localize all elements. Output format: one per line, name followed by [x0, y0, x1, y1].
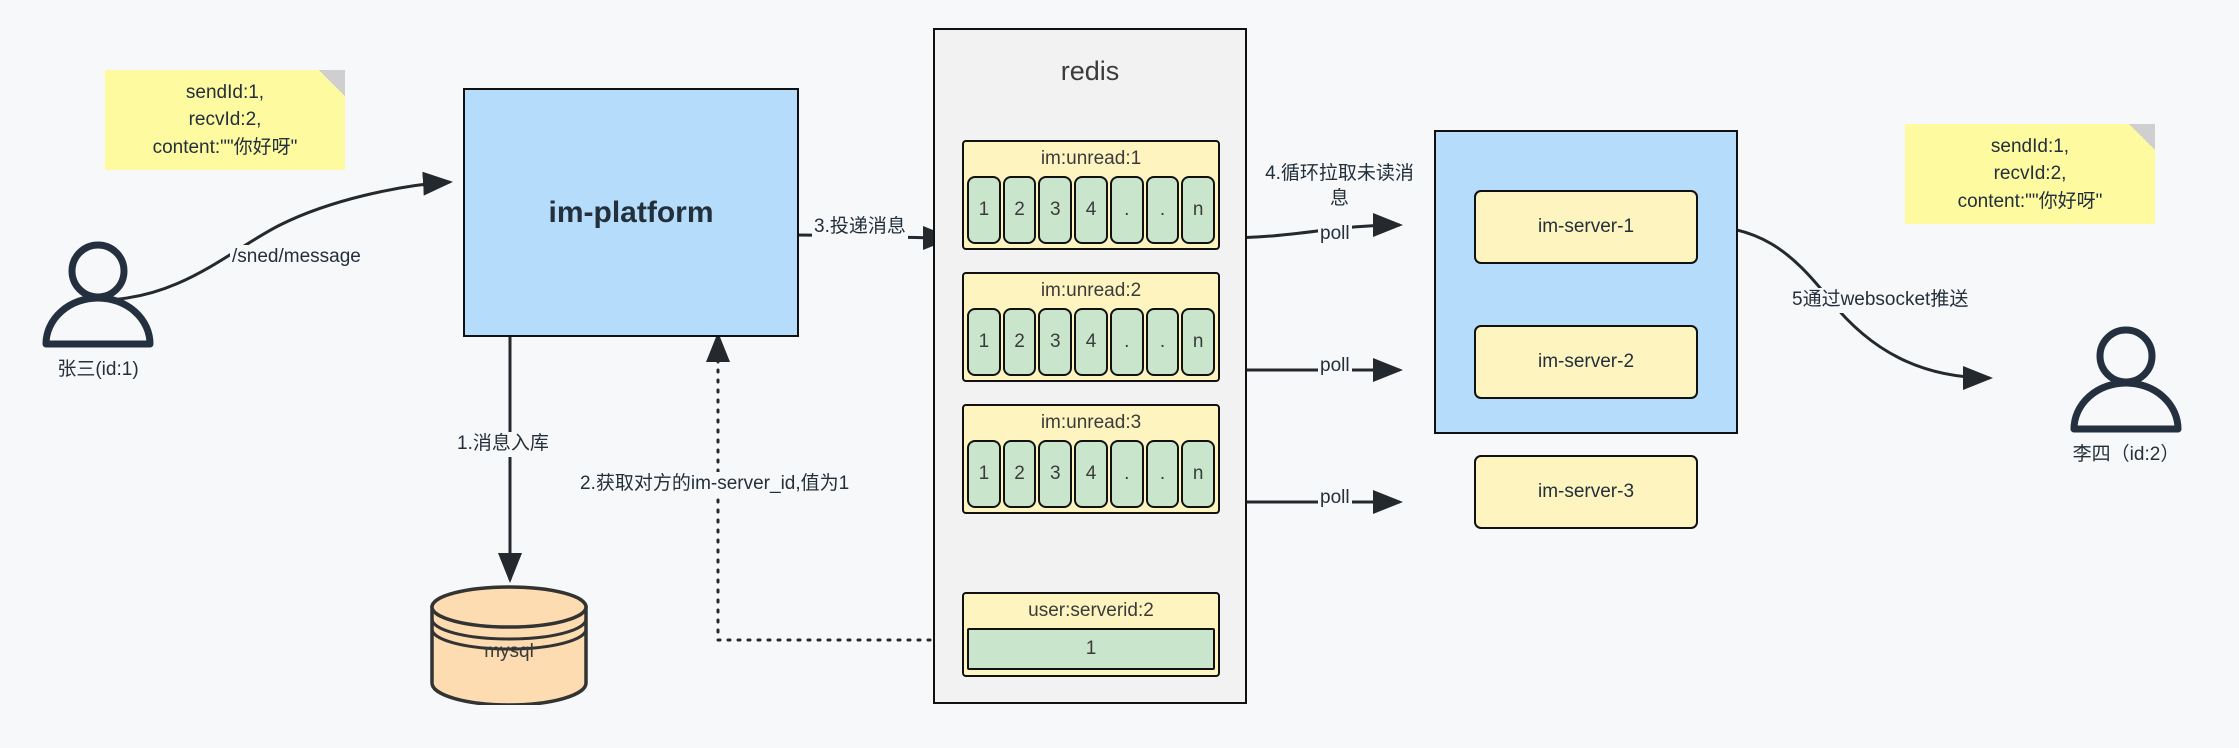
edge-label-send-message: /sned/message	[230, 245, 363, 270]
im-server-1-node[interactable]: im-server-1	[1474, 190, 1698, 264]
redis-list-cell: 1	[967, 440, 1001, 508]
redis-list-cell: 2	[1002, 308, 1037, 376]
redis-list-cell: 3	[1038, 440, 1073, 508]
redis-list-cell: 1	[967, 308, 1001, 376]
redis-list-cell: .	[1109, 440, 1144, 508]
note-right-message-payload: sendId:1, recvId:2, content:""你好呀"	[1905, 124, 2155, 224]
redis-list-im-unread-2[interactable]: im:unread:2 1 2 3 4 . . n	[962, 272, 1220, 382]
edge-label-step2: 2.获取对方的im-server_id,值为1	[578, 472, 852, 497]
redis-list-cell: 4	[1074, 440, 1108, 508]
database-cylinder-icon	[430, 585, 588, 705]
redis-list-im-unread-3[interactable]: im:unread:3 1 2 3 4 . . n	[962, 404, 1220, 514]
mysql-database[interactable]: mysql	[428, 585, 590, 705]
redis-list-cell: .	[1145, 308, 1180, 376]
note-left-message-payload: sendId:1, recvId:2, content:""你好呀"	[105, 70, 345, 170]
note-fold-corner-icon	[2129, 124, 2155, 150]
im-server-2-label: im-server-2	[1537, 351, 1635, 372]
redis-list-key: im:unread:1	[1040, 148, 1142, 169]
redis-list-cells: 1 2 3 4 . . n	[964, 308, 1218, 379]
redis-list-cell: 1	[967, 176, 1001, 244]
redis-list-im-unread-1[interactable]: im:unread:1 1 2 3 4 . . n	[962, 140, 1220, 250]
edge-label-poll-3: poll	[1318, 486, 1352, 511]
edge-label-step3: 3.投递消息	[812, 215, 908, 240]
im-platform-box[interactable]: im-platform	[463, 88, 799, 337]
redis-list-cell: 4	[1074, 308, 1108, 376]
redis-list-cells: 1 2 3 4 . . n	[964, 440, 1218, 511]
redis-list-cell: .	[1145, 440, 1180, 508]
redis-list-cells: 1 2 3 4 . . n	[964, 176, 1218, 247]
redis-list-cell: 4	[1074, 176, 1108, 244]
redis-list-cell: .	[1145, 176, 1180, 244]
im-server-3-node[interactable]: im-server-3	[1474, 455, 1698, 529]
redis-list-cell: .	[1109, 176, 1144, 244]
edge-label-poll-1: poll	[1318, 222, 1352, 247]
redis-title: redis	[1060, 56, 1120, 86]
im-platform-label: im-platform	[548, 195, 714, 229]
im-server-3-label: im-server-3	[1537, 481, 1635, 502]
user-icon	[2070, 326, 2182, 433]
edge-label-step1: 1.消息入库	[455, 432, 551, 457]
redis-list-cell: n	[1181, 440, 1216, 508]
user-icon	[42, 241, 154, 348]
redis-kv-value: 1	[967, 628, 1215, 670]
redis-list-cell: n	[1181, 308, 1216, 376]
edge-label-poll-2: poll	[1318, 354, 1352, 379]
im-server-1-label: im-server-1	[1537, 216, 1635, 237]
actor-receiver-label: 李四（id:2）	[2072, 444, 2180, 465]
actor-sender[interactable]: 张三(id:1)	[32, 240, 164, 380]
mysql-label: mysql	[484, 641, 534, 662]
note-fold-corner-icon	[319, 70, 345, 96]
actor-sender-label: 张三(id:1)	[57, 359, 139, 380]
redis-list-cell: 3	[1038, 176, 1073, 244]
note-right-text: sendId:1, recvId:2, content:""你好呀"	[1957, 135, 2103, 212]
redis-list-cell: 2	[1002, 440, 1037, 508]
redis-list-cell: n	[1181, 176, 1216, 244]
redis-list-cell: 2	[1002, 176, 1037, 244]
redis-list-cell: .	[1109, 308, 1144, 376]
redis-kv-key: user:serverid:2	[1028, 600, 1154, 621]
redis-list-key: im:unread:2	[1040, 280, 1142, 301]
edge-label-step5: 5通过websocket推送	[1790, 288, 1971, 313]
im-server-2-node[interactable]: im-server-2	[1474, 325, 1698, 399]
edge-label-step4: 4.循环拉取未读消 息	[1255, 162, 1424, 212]
redis-list-cell: 3	[1038, 308, 1073, 376]
redis-list-key: im:unread:3	[1040, 412, 1142, 433]
note-left-text: sendId:1, recvId:2, content:""你好呀"	[152, 81, 298, 158]
redis-kv-user-serverid[interactable]: user:serverid:2 1	[962, 592, 1220, 677]
actor-receiver[interactable]: 李四（id:2）	[2060, 325, 2192, 465]
